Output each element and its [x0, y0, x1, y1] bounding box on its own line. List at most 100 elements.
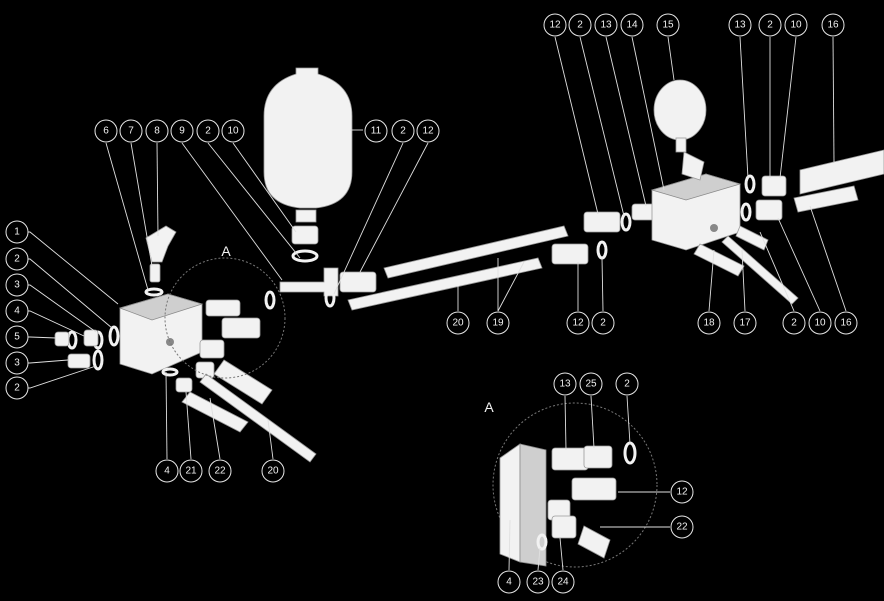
pipe-right-c: [735, 225, 769, 251]
inset-pipe-22: [577, 525, 611, 559]
callout-c8: 8: [145, 119, 169, 143]
accumulator-fitting: [291, 225, 319, 245]
valve-oring: [144, 287, 164, 297]
callout-c3a: 3: [5, 273, 29, 297]
callout-c2d: 2: [391, 119, 415, 143]
callout-c7: 7: [119, 119, 143, 143]
svg-text:22: 22: [214, 466, 226, 477]
svg-text:2: 2: [767, 20, 773, 31]
left-manifold-top: [118, 293, 204, 321]
svg-text:4: 4: [14, 306, 20, 317]
fitting-right-b: [755, 199, 783, 221]
callout-c19: 19: [486, 311, 510, 335]
callout-c23: 23: [526, 570, 550, 594]
callout-c15: 15: [656, 13, 680, 37]
callout-c12d: 12: [670, 480, 694, 504]
svg-text:12: 12: [676, 487, 688, 498]
fitting-left-c: [199, 339, 225, 359]
callout-c2e: 2: [591, 311, 615, 335]
inset-fitting-13: [551, 447, 589, 471]
leader-lines: [17, 36, 847, 571]
svg-text:4: 4: [164, 466, 170, 477]
callout-c9: 9: [170, 119, 194, 143]
svg-text:24: 24: [557, 577, 569, 588]
valve-stem: [149, 263, 161, 283]
svg-text:23: 23: [532, 577, 544, 588]
ring-left-2: [108, 325, 120, 347]
pressure-gauge: [653, 79, 707, 141]
hose-16-lower: [793, 185, 859, 213]
callout-c10c: 10: [808, 311, 832, 335]
svg-text:3: 3: [14, 358, 20, 369]
svg-text:12: 12: [549, 20, 561, 31]
callout-c16b: 16: [834, 311, 858, 335]
svg-text:9: 9: [179, 126, 185, 137]
pipe-22-left: [181, 391, 249, 433]
accumulator-neck: [295, 209, 317, 223]
fitting-right-10: [761, 175, 787, 197]
pipe-20-left: [199, 373, 317, 463]
svg-text:16: 16: [840, 318, 852, 329]
svg-text:12: 12: [572, 318, 584, 329]
inset-block: [499, 443, 521, 563]
callout-c20b: 20: [446, 311, 470, 335]
svg-text:11: 11: [371, 126, 382, 137]
detail-a-label: A: [221, 243, 231, 259]
ring-left-2b: [92, 349, 104, 371]
svg-text:2: 2: [14, 254, 20, 265]
gauge-fitting: [681, 151, 705, 181]
callout-c16a: 16: [821, 13, 845, 37]
svg-text:2: 2: [624, 379, 630, 390]
pipe-18: [693, 243, 745, 277]
inset-ring-23: [536, 533, 548, 551]
svg-text:19: 19: [492, 318, 504, 329]
callout-c4a: 4: [5, 299, 29, 323]
callout-c14: 14: [620, 13, 644, 37]
tee-fitting: [279, 267, 339, 297]
svg-text:5: 5: [14, 332, 20, 343]
callout-c21: 21: [179, 459, 203, 483]
valve-handle: [145, 225, 177, 263]
inset-fitting-12: [571, 477, 617, 501]
inset-ring-2: [623, 441, 637, 465]
svg-text:6: 6: [103, 126, 109, 137]
callout-c10a: 10: [221, 119, 245, 143]
callout-c2a: 2: [5, 247, 29, 271]
detail-a-inset-label: A: [484, 399, 494, 415]
tee-oring: [324, 288, 336, 308]
callout-c2c: 2: [196, 119, 220, 143]
svg-text:12: 12: [422, 126, 434, 137]
svg-text:7: 7: [128, 126, 134, 137]
callout-c4c: 4: [497, 570, 521, 594]
accumulator-oring: [291, 249, 319, 263]
fitting-12-center: [551, 243, 589, 265]
fitting-bottom-21: [175, 377, 193, 393]
pipe-19-lower: [347, 257, 543, 311]
svg-text:16: 16: [827, 20, 839, 31]
callout-c22b: 22: [670, 515, 694, 539]
svg-text:18: 18: [703, 318, 715, 329]
inset-fitting-24: [551, 515, 577, 539]
accumulator-tank: [263, 67, 353, 209]
callout-c3b: 3: [5, 351, 29, 375]
plug-left-4: [83, 329, 99, 347]
svg-text:10: 10: [790, 20, 802, 31]
svg-text:13: 13: [734, 20, 746, 31]
svg-text:10: 10: [227, 126, 239, 137]
pipe-17: [721, 235, 799, 305]
callout-c2h: 2: [782, 311, 806, 335]
svg-text:25: 25: [585, 379, 597, 390]
left-manifold-port: [166, 338, 174, 346]
pipe-left-diag: [213, 359, 273, 405]
ring-left-d: [161, 367, 179, 377]
tee-nipple: [339, 271, 377, 293]
callout-c24: 24: [551, 570, 575, 594]
svg-text:10: 10: [814, 318, 826, 329]
callout-c18: 18: [697, 311, 721, 335]
svg-text:20: 20: [452, 318, 464, 329]
svg-text:21: 21: [185, 466, 197, 477]
ring-2-center: [596, 240, 608, 260]
ring-right-13: [744, 174, 756, 194]
svg-text:2: 2: [400, 126, 406, 137]
gauge-stem: [675, 137, 687, 153]
